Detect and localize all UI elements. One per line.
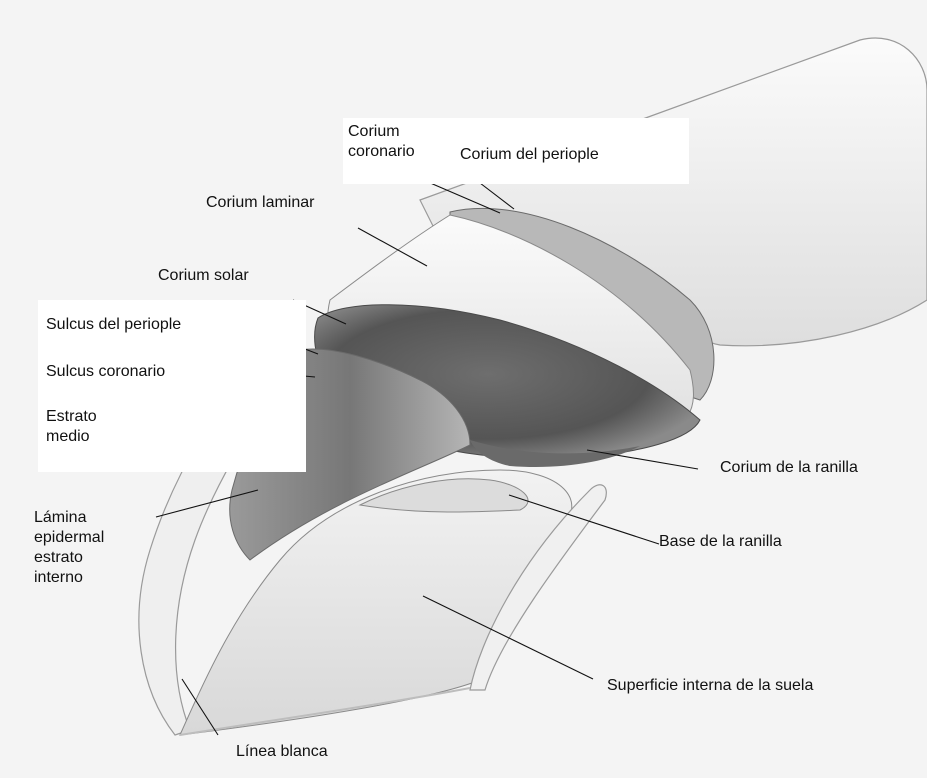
leader-corium-ranilla [587, 450, 698, 469]
label-linea-blanca: Línea blanca [236, 742, 328, 762]
label-lamina-epidermal: Lámina epidermal estrato interno [34, 508, 104, 588]
label-estrato-medio: Estrato medio [46, 407, 97, 447]
leader-base-ranilla [509, 495, 659, 544]
label-corium-coronario: Corium coronario [348, 122, 415, 162]
label-corium-laminar: Corium laminar [206, 193, 314, 213]
label-sulcus-coronario: Sulcus coronario [46, 362, 165, 382]
leader-corium-periople [480, 183, 514, 209]
leader-lamina-epidermal [156, 490, 258, 517]
label-base-ranilla: Base de la ranilla [659, 532, 782, 552]
label-corium-periople: Corium del periople [460, 145, 599, 165]
leader-corium-coronario [428, 182, 500, 213]
label-superficie-suela: Superficie interna de la suela [607, 676, 813, 696]
leader-corium-laminar [358, 228, 427, 266]
leader-linea-blanca [182, 679, 218, 735]
leader-superficie-suela [423, 596, 593, 679]
label-corium-ranilla: Corium de la ranilla [720, 458, 858, 478]
label-corium-solar: Corium solar [158, 266, 249, 286]
label-sulcus-periople: Sulcus del periople [46, 315, 181, 335]
